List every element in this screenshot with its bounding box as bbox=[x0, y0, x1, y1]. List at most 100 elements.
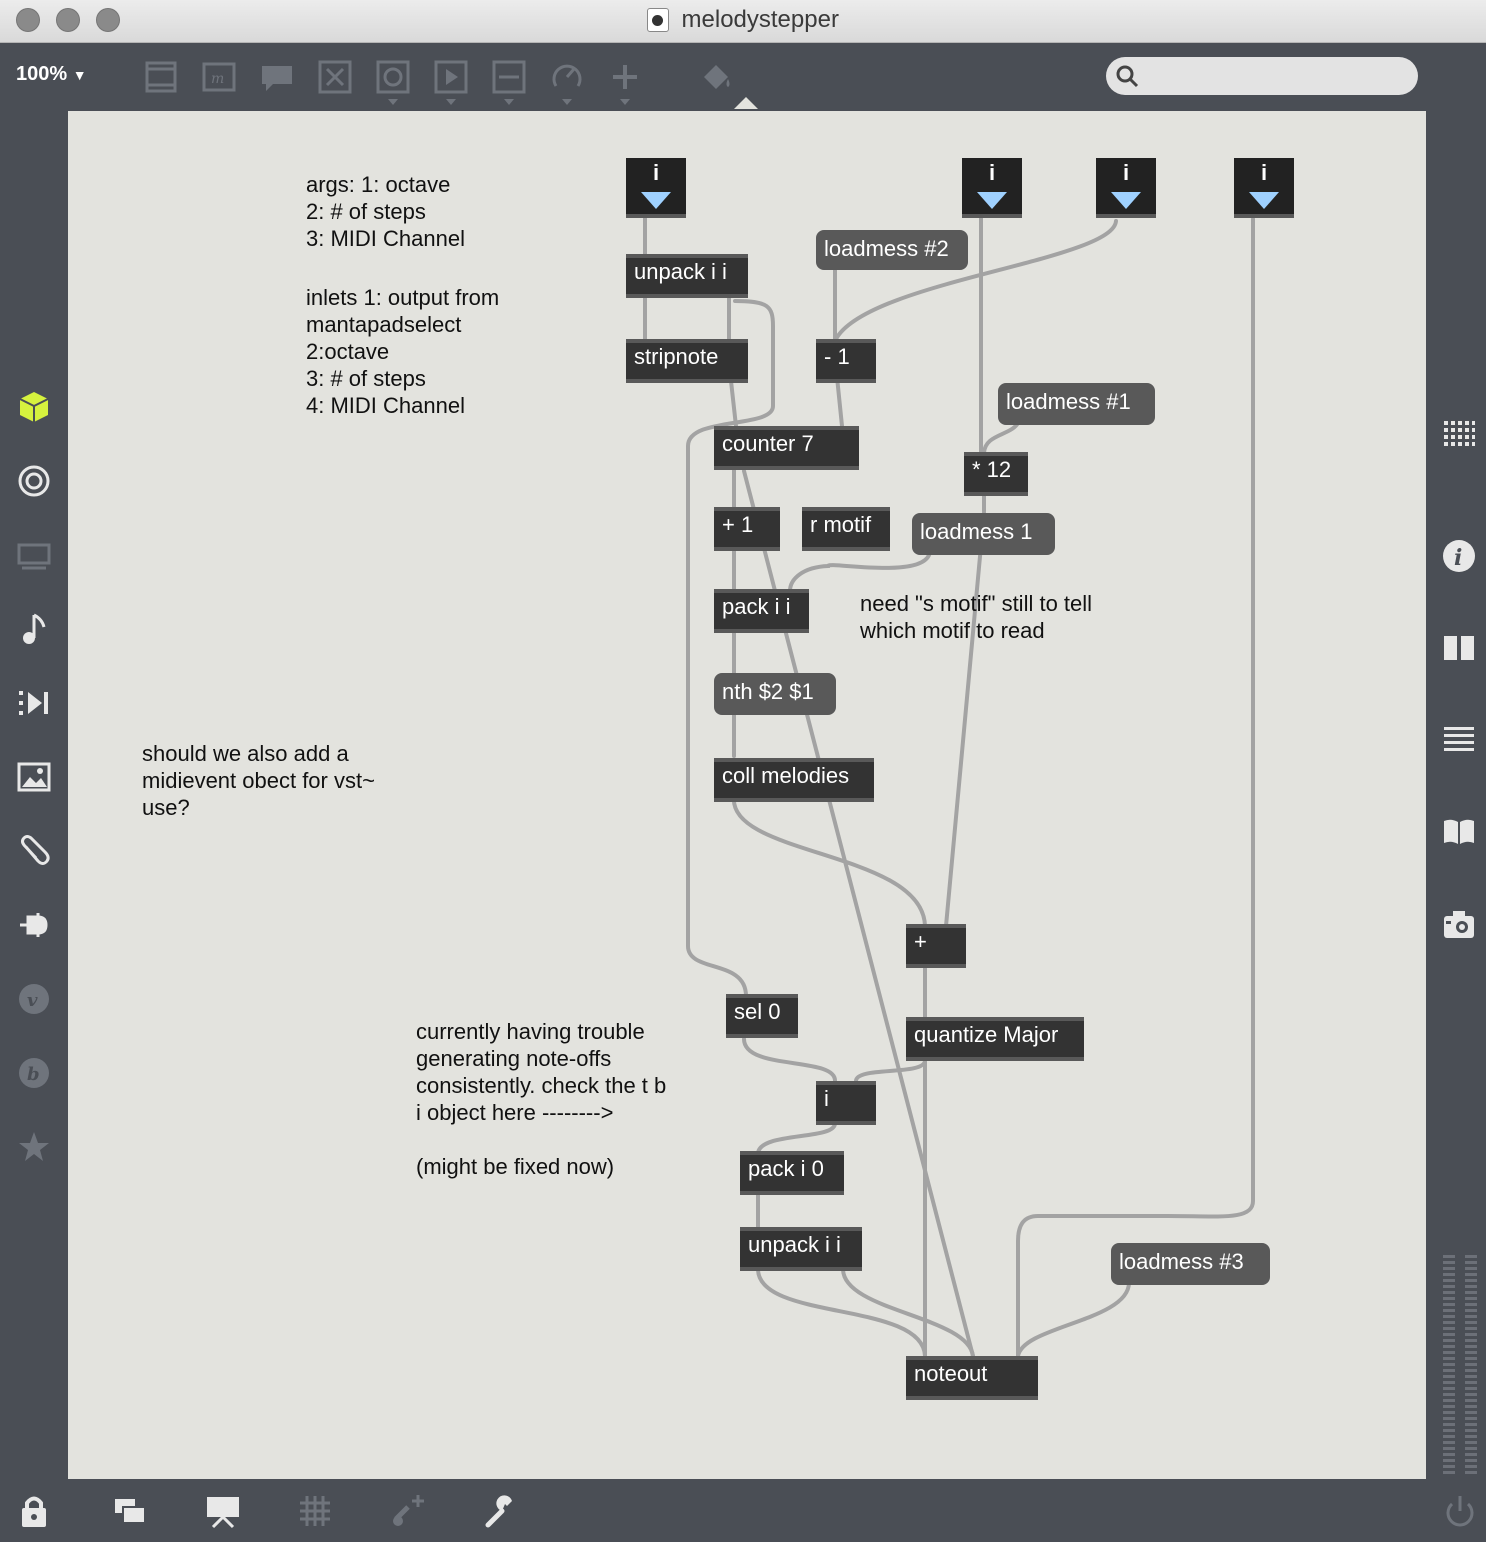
object-pack-ii[interactable]: pack i i bbox=[714, 589, 809, 633]
comment-trouble: currently having trouble generating note… bbox=[416, 1019, 667, 1179]
comment-args: args: 1: octave 2: # of steps 3: MIDI Ch… bbox=[306, 172, 465, 251]
caret-down-icon bbox=[504, 99, 514, 105]
object-noteout[interactable]: noteout bbox=[906, 1356, 1038, 1400]
chevron-down-icon: ▼ bbox=[72, 67, 87, 83]
new-slider-icon[interactable] bbox=[491, 59, 527, 95]
patcher-canvas[interactable]: args: 1: octave 2: # of steps 3: MIDI Ch… bbox=[68, 111, 1426, 1479]
inlet-1[interactable]: i bbox=[626, 158, 686, 218]
inlet-label: i bbox=[1122, 160, 1130, 185]
inlet-3[interactable]: i bbox=[1096, 158, 1156, 218]
object-plus-1[interactable]: + 1 bbox=[714, 507, 780, 551]
paperclip-icon[interactable] bbox=[16, 833, 52, 869]
caret-down-icon bbox=[620, 99, 630, 105]
document-icon bbox=[647, 8, 670, 32]
caret-down-icon bbox=[388, 99, 398, 105]
inlet-label: i bbox=[988, 160, 996, 185]
message-loadmess-1-hash[interactable]: loadmess #1 bbox=[998, 383, 1155, 425]
star-icon[interactable] bbox=[16, 1129, 52, 1165]
snapshot-icon[interactable] bbox=[1442, 907, 1476, 941]
caret-down-icon bbox=[562, 99, 572, 105]
message-loadmess-3[interactable]: loadmess #3 bbox=[1111, 1243, 1270, 1285]
audio-meter-right bbox=[1465, 1255, 1477, 1475]
close-window-button[interactable] bbox=[16, 8, 40, 32]
power-icon[interactable] bbox=[1442, 1493, 1478, 1529]
windows-icon[interactable] bbox=[112, 1493, 148, 1529]
object-pack-i0[interactable]: pack i 0 bbox=[740, 1151, 844, 1195]
beap-icon[interactable]: b bbox=[16, 1055, 52, 1091]
left-sidebar: v b bbox=[0, 111, 68, 1479]
zoom-menu[interactable]: 100% ▼ bbox=[16, 63, 87, 86]
comment-midievent: should we also add a midievent obect for… bbox=[142, 741, 375, 820]
add-object-icon[interactable] bbox=[607, 59, 643, 95]
object-minus-1[interactable]: - 1 bbox=[816, 339, 876, 383]
zoom-level: 100% bbox=[16, 63, 68, 85]
object-counter[interactable]: counter 7 bbox=[714, 426, 859, 470]
window-title-area: melodystepper bbox=[0, 6, 1486, 34]
info-icon[interactable]: i bbox=[1442, 539, 1476, 573]
svg-text:b: b bbox=[27, 1064, 40, 1085]
message-loadmess-1[interactable]: loadmess 1 bbox=[912, 513, 1055, 555]
presentation-mode-icon[interactable] bbox=[205, 1493, 241, 1529]
inlet-arrow-icon bbox=[641, 192, 671, 209]
object-sel-0[interactable]: sel 0 bbox=[726, 994, 798, 1038]
search-input[interactable] bbox=[1148, 61, 1412, 93]
plug-icon[interactable] bbox=[16, 907, 52, 943]
svg-text:i: i bbox=[1454, 545, 1462, 571]
search-box[interactable] bbox=[1106, 57, 1418, 95]
media-step-icon[interactable] bbox=[16, 685, 52, 721]
inlet-arrow-icon bbox=[977, 192, 1007, 209]
add-patchcord-icon[interactable] bbox=[390, 1493, 426, 1529]
search-icon bbox=[1116, 65, 1139, 88]
new-playbar-icon[interactable] bbox=[433, 59, 469, 95]
new-message-icon[interactable]: m bbox=[201, 59, 237, 95]
object-i[interactable]: i bbox=[816, 1081, 876, 1125]
wrench-icon[interactable] bbox=[482, 1493, 518, 1529]
zoom-window-button[interactable] bbox=[96, 8, 120, 32]
toolbar: 100% ▼ m bbox=[0, 43, 1486, 111]
svg-text:m: m bbox=[211, 71, 224, 87]
new-button-icon[interactable] bbox=[317, 59, 353, 95]
object-unpack-2[interactable]: unpack i i bbox=[740, 1227, 862, 1271]
caret-down-icon bbox=[446, 99, 456, 105]
comment-motif: need "s motif" still to tell which motif… bbox=[860, 591, 1093, 643]
presentation-icon[interactable] bbox=[16, 537, 52, 573]
target-icon[interactable] bbox=[16, 463, 52, 499]
paint-bucket-icon[interactable] bbox=[698, 59, 734, 95]
object-r-motif[interactable]: r motif bbox=[802, 507, 890, 551]
object-stripnote[interactable]: stripnote bbox=[626, 339, 748, 383]
message-loadmess-2[interactable]: loadmess #2 bbox=[816, 230, 968, 270]
minimize-window-button[interactable] bbox=[56, 8, 80, 32]
object-times-12[interactable]: * 12 bbox=[964, 452, 1028, 496]
object-coll-melodies[interactable]: coll melodies bbox=[714, 758, 874, 802]
object-unpack[interactable]: unpack i i bbox=[626, 254, 748, 298]
window-title: melodystepper bbox=[681, 6, 839, 33]
grid-snap-icon[interactable] bbox=[297, 1493, 333, 1529]
message-nth[interactable]: nth $2 $1 bbox=[714, 673, 836, 715]
music-note-icon[interactable] bbox=[16, 611, 52, 647]
cube-icon[interactable] bbox=[16, 389, 52, 425]
new-toggle-icon[interactable] bbox=[375, 59, 411, 95]
object-plus[interactable]: + bbox=[906, 924, 966, 968]
vizzie-icon[interactable]: v bbox=[16, 981, 52, 1017]
object-quantize-major[interactable]: quantize Major bbox=[906, 1017, 1084, 1061]
new-comment-icon[interactable] bbox=[259, 59, 295, 95]
right-sidebar: i bbox=[1426, 111, 1486, 1479]
inlet-arrow-icon bbox=[1111, 192, 1141, 209]
new-object-icon[interactable] bbox=[143, 59, 179, 95]
inlet-label: i bbox=[1260, 160, 1268, 185]
bottom-bar bbox=[0, 1479, 1486, 1542]
new-dial-icon[interactable] bbox=[549, 59, 585, 95]
inlet-arrow-icon bbox=[1249, 192, 1279, 209]
grid-icon[interactable] bbox=[1442, 417, 1476, 451]
lock-icon[interactable] bbox=[16, 1493, 52, 1529]
list-icon[interactable] bbox=[1442, 723, 1476, 757]
inlet-2[interactable]: i bbox=[962, 158, 1022, 218]
comment-inlets: inlets 1: output from mantapadselect 2:o… bbox=[306, 285, 500, 418]
inlet-label: i bbox=[652, 160, 660, 185]
toolbar-pointer bbox=[734, 97, 758, 109]
reference-book-icon[interactable] bbox=[1442, 815, 1476, 849]
image-icon[interactable] bbox=[16, 759, 52, 795]
title-bar: melodystepper bbox=[0, 0, 1486, 43]
split-view-icon[interactable] bbox=[1442, 631, 1476, 665]
inlet-4[interactable]: i bbox=[1234, 158, 1294, 218]
